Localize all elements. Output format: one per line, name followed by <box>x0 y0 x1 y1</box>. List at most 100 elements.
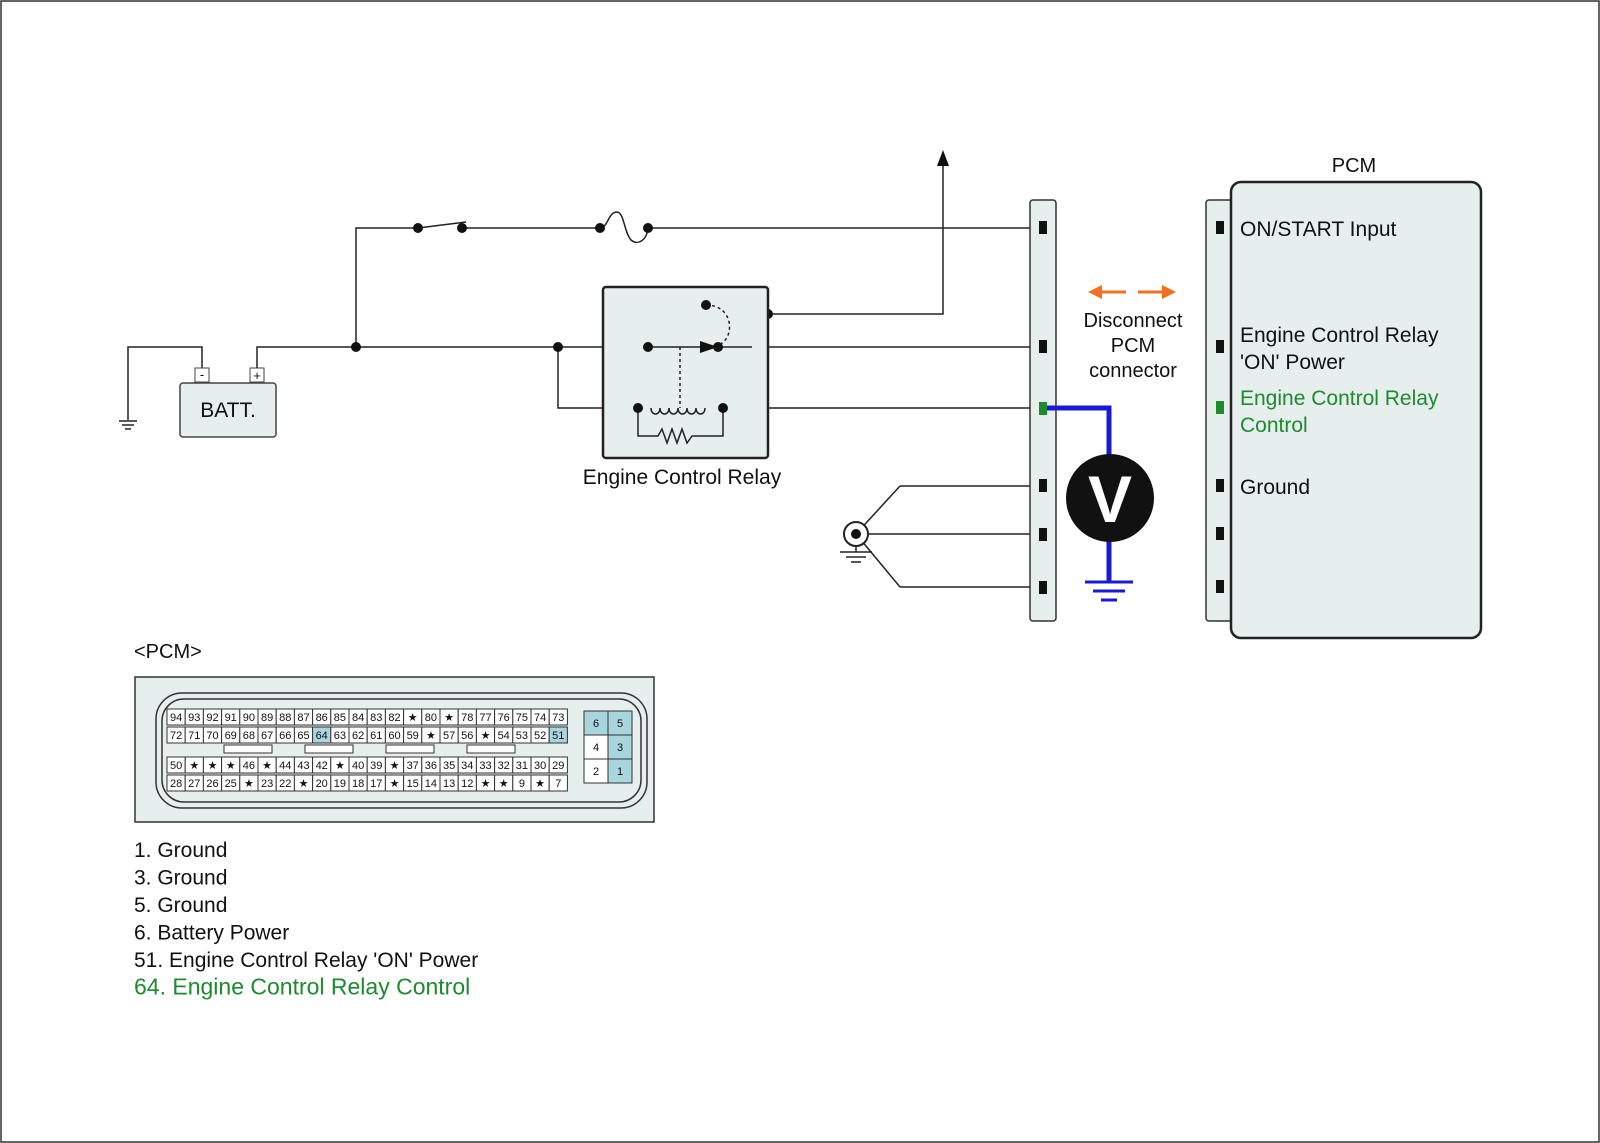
connector-pin-number: 17 <box>370 778 382 790</box>
connector-pin-number: 26 <box>206 778 218 790</box>
connector-pin-number: 90 <box>243 712 255 724</box>
connector-pin <box>607 758 633 784</box>
connector-pin-number: 32 <box>498 760 510 772</box>
up-arrow <box>937 150 949 166</box>
connector-pin-number: 88 <box>279 712 291 724</box>
connector-pin-number: 54 <box>498 730 510 742</box>
connector-pin-number: 92 <box>206 712 218 724</box>
voltmeter: V <box>1047 405 1154 602</box>
connector-pin-number: 44 <box>279 760 291 772</box>
connector-pin-number: 29 <box>552 760 564 772</box>
connector-pin-number: ★ <box>426 730 436 742</box>
connector-title: <PCM> <box>134 641 202 663</box>
connector-pin-number: 73 <box>552 712 564 724</box>
connector-pin <box>607 710 633 736</box>
connector-pin-number: 19 <box>334 778 346 790</box>
chassis-ground-icon <box>840 521 872 563</box>
connector-pin-number: 7 <box>555 778 561 790</box>
connector-pin-number: 53 <box>516 730 528 742</box>
pcm-pin-terminal <box>1216 580 1224 593</box>
pcm-pin-label: Engine Control Relay'ON' Power <box>1240 324 1439 374</box>
disconnect-arrows <box>1088 285 1176 299</box>
pcm-pin-terminal <box>1216 479 1224 492</box>
connector-pin-number: 20 <box>316 778 328 790</box>
pcm-title: PCM <box>1332 155 1376 177</box>
connector-pin-number: ★ <box>535 778 545 790</box>
connector-pin-number: 23 <box>261 778 273 790</box>
connector-pin-number: 43 <box>297 760 309 772</box>
connector-pin-number: 89 <box>261 712 273 724</box>
connector-pin-number: 22 <box>279 778 291 790</box>
connector-pin-number: 2 <box>593 766 599 778</box>
connector-pin-number: 34 <box>461 760 473 772</box>
connector-pin-number: 18 <box>352 778 364 790</box>
connector-pin-number: 36 <box>425 760 437 772</box>
connector-pin <box>548 774 568 792</box>
connector-pin-number: 91 <box>225 712 237 724</box>
connector-pin-number: 15 <box>407 778 419 790</box>
pcm-pin-terminal <box>1216 340 1224 353</box>
connector-pin-number: ★ <box>408 712 418 724</box>
connector-pin-number: 82 <box>388 712 400 724</box>
connector-pin-number: 72 <box>170 730 182 742</box>
connector-pin-number: 67 <box>261 730 273 742</box>
connector-pin-number: 87 <box>297 712 309 724</box>
connector-pin-number: 85 <box>334 712 346 724</box>
connector-pin-number: 80 <box>425 712 437 724</box>
legend-item: 64. Engine Control Relay Control <box>134 974 470 1000</box>
legend-item: 1. Ground <box>134 839 227 862</box>
connector-pin-number: 30 <box>534 760 546 772</box>
connector-pin-number: 84 <box>352 712 364 724</box>
connector-pin-number: 68 <box>243 730 255 742</box>
connector-pin-number: 77 <box>479 712 491 724</box>
connector-pin <box>548 708 568 726</box>
connector-pin-number: 51 <box>552 730 564 742</box>
connector-pin-number: ★ <box>335 760 345 772</box>
pcm-pin-terminal <box>1216 527 1224 540</box>
battery-label: BATT. <box>200 399 256 422</box>
connector-pin-number: ★ <box>481 778 491 790</box>
connector-pin-number: 5 <box>617 718 623 730</box>
connector-pin-number: ★ <box>499 778 509 790</box>
connector-pin-number: ★ <box>299 778 309 790</box>
relay-label: Engine Control Relay <box>583 466 782 489</box>
connector-pin-number: ★ <box>244 778 254 790</box>
connector-pin-number: 37 <box>407 760 419 772</box>
connector-pin-number: 3 <box>617 742 623 754</box>
connector-pin-number: 93 <box>188 712 200 724</box>
connector-pin-number: 57 <box>443 730 455 742</box>
connector-pin-number: 28 <box>170 778 182 790</box>
connector-pin-number: 78 <box>461 712 473 724</box>
connector-pin-number: 75 <box>516 712 528 724</box>
connector-pin-number: 70 <box>206 730 218 742</box>
connector-pin-number: 25 <box>225 778 237 790</box>
engine-control-relay: Engine Control Relay <box>583 285 782 489</box>
connector-pin-number: ★ <box>262 760 272 772</box>
legend-item: 6. Battery Power <box>134 922 289 945</box>
pcm-pin-terminal <box>1216 401 1224 414</box>
connector-pin-number: 61 <box>370 730 382 742</box>
connector-pin-number: ★ <box>390 778 400 790</box>
connector-pin <box>548 726 568 744</box>
connector-pin-number: 40 <box>352 760 364 772</box>
connector-pin-number: 4 <box>593 742 599 754</box>
connector-pin-number: 46 <box>243 760 255 772</box>
pcm-unit: PCM <box>1205 155 1483 640</box>
harness-connector <box>1029 199 1057 622</box>
connector-pin-number: 56 <box>461 730 473 742</box>
legend-item: 5. Ground <box>134 894 227 917</box>
battery-minus: - <box>200 367 204 382</box>
connector-pin-number: 1 <box>617 766 623 778</box>
connector-pin-number: 94 <box>170 712 182 724</box>
connector-pin-number: ★ <box>444 712 454 724</box>
connector-pin-number: 39 <box>370 760 382 772</box>
voltmeter-symbol: V <box>1088 462 1132 536</box>
connector-pin-number: 52 <box>534 730 546 742</box>
pcm-pin-label: Ground <box>1240 476 1310 499</box>
connector-pin-number: 6 <box>593 718 599 730</box>
connector-pin-number: 42 <box>316 760 328 772</box>
